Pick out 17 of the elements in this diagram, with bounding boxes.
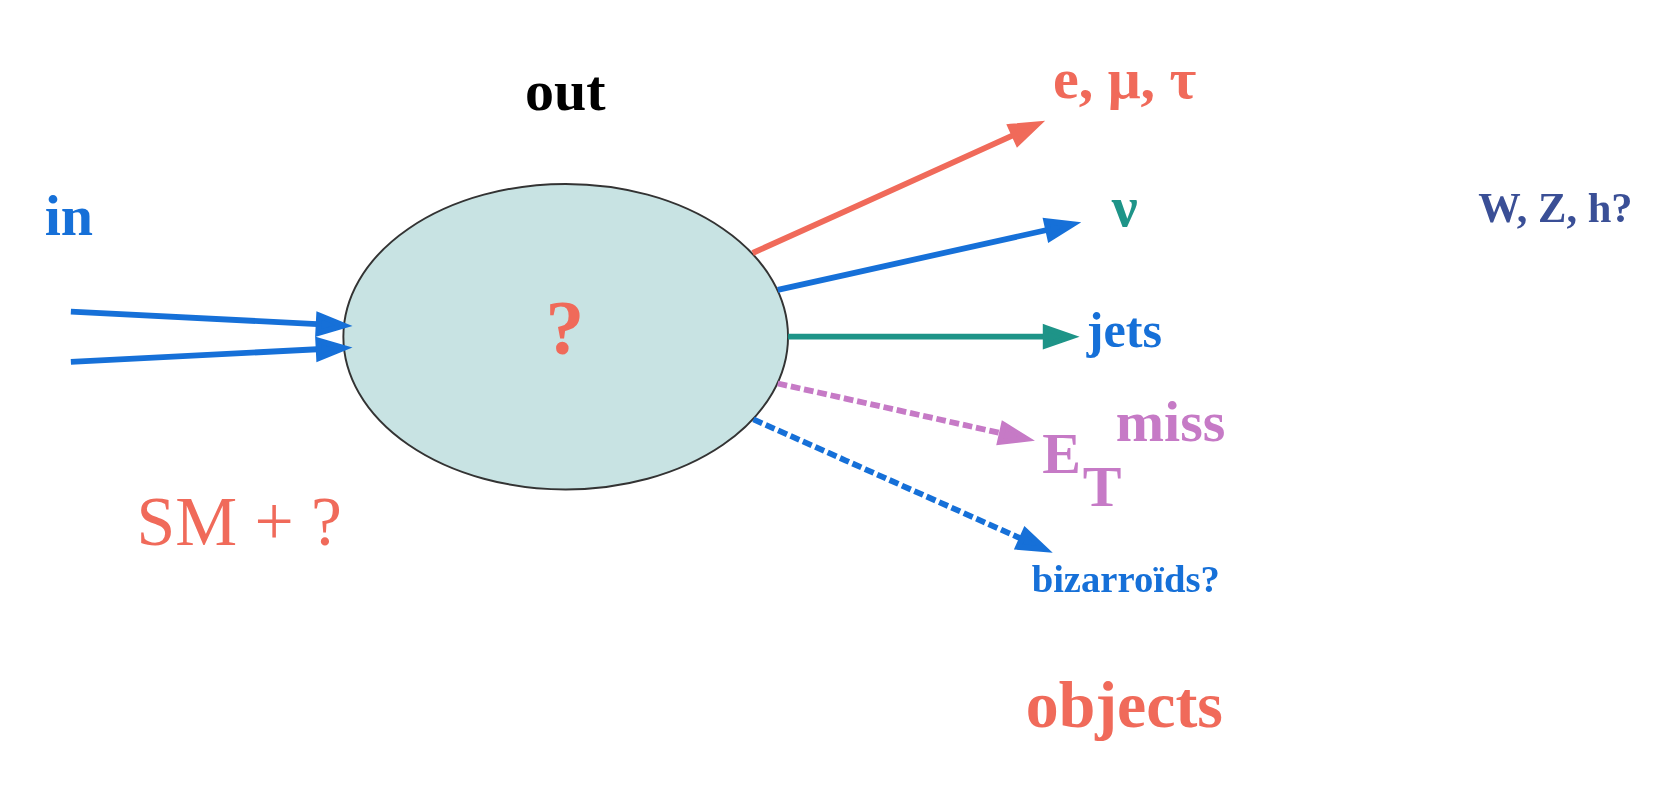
label: W, Z, h? (1478, 183, 1633, 231)
node-label: SM + ? (136, 483, 343, 561)
node-text: e, μ, τ (1052, 45, 1197, 111)
node-text: ν (1111, 173, 1138, 239)
label: in (44, 183, 94, 249)
arrow (70, 336, 353, 365)
label: out (525, 57, 606, 123)
label: objects (1025, 667, 1223, 741)
node-ellipse: ? (342, 183, 789, 491)
arrow (777, 217, 1082, 293)
arrow (70, 308, 353, 337)
node-text: jets (1086, 301, 1163, 358)
arrow (777, 380, 1035, 446)
arrow (752, 416, 1053, 553)
arrow (788, 323, 1080, 350)
node-text: bizarroïds? (1031, 557, 1220, 600)
arrow (751, 120, 1046, 256)
